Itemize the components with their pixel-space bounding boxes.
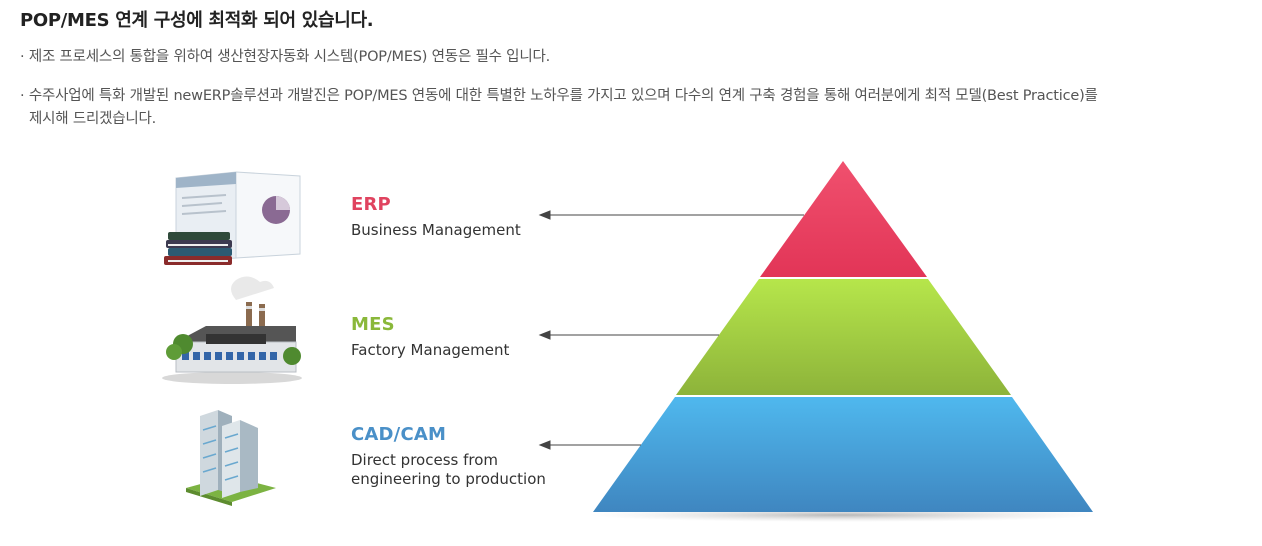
arrow-cad-head <box>538 440 551 450</box>
cad-description-line-2: engineering to production <box>351 470 546 488</box>
erp-description: Business Management <box>351 221 521 239</box>
documents-books-icon <box>164 171 301 265</box>
erp-label: ERP Business Management <box>351 194 521 240</box>
page-title: POP/MES 연계 구성에 최적화 되어 있습니다. <box>20 10 374 31</box>
pyramid-layer-mes <box>676 279 1011 395</box>
arrow-erp-head <box>538 210 551 220</box>
cad-title: CAD/CAM <box>351 424 447 445</box>
bullet-1: · 제조 프로세스의 통합을 위하여 생산현장자동화 시스템(POP/MES) … <box>20 49 551 65</box>
buildings-icon <box>186 410 276 506</box>
cad-label: CAD/CAM Direct process from engineering … <box>351 424 546 489</box>
cad-description: Direct process from engineering to produ… <box>351 451 546 489</box>
mes-label: MES Factory Management <box>351 314 509 360</box>
mes-description: Factory Management <box>351 341 510 359</box>
mes-title: MES <box>351 314 395 335</box>
pyramid-layer-cad <box>593 397 1093 512</box>
pyramid-layer-erp <box>760 161 927 277</box>
cad-description-line-1: Direct process from <box>351 451 498 469</box>
erp-title: ERP <box>351 194 391 215</box>
bullet-2: · 수주사업에 특화 개발된 newERP솔루션과 개발진은 POP/MES 연… <box>20 85 1240 131</box>
arrow-mes-head <box>538 330 551 340</box>
factory-icon <box>162 276 302 384</box>
bullet-2-line-2: 제시해 드리겠습니다. <box>29 111 157 127</box>
bullet-2-line-1: · 수주사업에 특화 개발된 newERP솔루션과 개발진은 POP/MES 연… <box>20 88 1098 104</box>
